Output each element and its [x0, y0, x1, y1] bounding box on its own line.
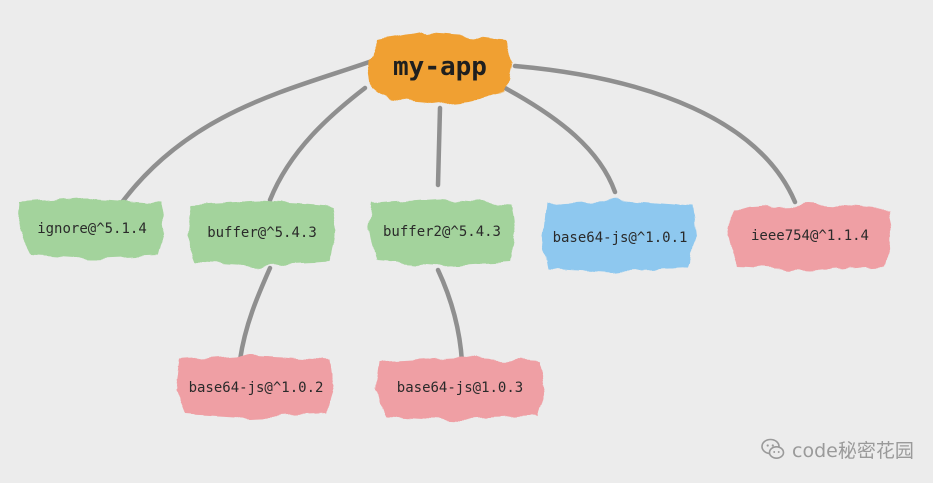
node-buffer2-label: buffer2@^5.4.3	[383, 224, 501, 240]
watermark-text: code秘密花园	[792, 439, 914, 462]
node-buffer2-shape	[368, 199, 516, 266]
node-base64c-label: base64-js@1.0.3	[397, 380, 523, 396]
node-buffer-label: buffer@^5.4.3	[207, 225, 317, 241]
node-ieee754-label: ieee754@^1.1.4	[751, 228, 869, 244]
edge-root-ieee754	[512, 63, 798, 205]
node-base64a-shape	[542, 200, 696, 272]
watermark: code秘密花园	[760, 434, 932, 464]
node-base64a: base64-js@^1.0.1	[542, 200, 696, 272]
edge-root-ignore	[117, 57, 378, 208]
edge-buffer-base64b	[237, 265, 273, 363]
node-ignore-shape	[18, 198, 165, 258]
node-base64c: base64-js@1.0.3	[376, 357, 546, 420]
node-base64b-label: base64-js@^1.0.2	[189, 380, 324, 396]
node-buffer2: buffer2@^5.4.3	[368, 199, 516, 266]
edge-buffer2-base64c	[435, 267, 465, 365]
edge-root-base64a	[502, 85, 618, 195]
node-base64a-label: base64-js@^1.0.1	[553, 230, 688, 246]
node-base64c-shape	[376, 357, 546, 420]
node-ieee754: ieee754@^1.1.4	[728, 204, 892, 270]
node-base64b-shape	[176, 355, 334, 418]
node-ieee754-shape	[728, 204, 892, 270]
node-ignore: ignore@^5.1.4	[18, 198, 165, 258]
node-root: my-app	[368, 32, 512, 104]
node-base64b: base64-js@^1.0.2	[176, 355, 334, 418]
node-buffer: buffer@^5.4.3	[186, 201, 336, 266]
edge-root-buffer2	[435, 105, 443, 188]
edge-root-buffer	[267, 85, 368, 203]
node-buffer-shape	[186, 201, 336, 266]
node-root-label: my-app	[393, 52, 487, 82]
wechat-icon	[761, 438, 785, 459]
node-ignore-label: ignore@^5.1.4	[37, 221, 147, 237]
edges-group	[117, 57, 798, 365]
node-root-shape	[368, 32, 512, 104]
